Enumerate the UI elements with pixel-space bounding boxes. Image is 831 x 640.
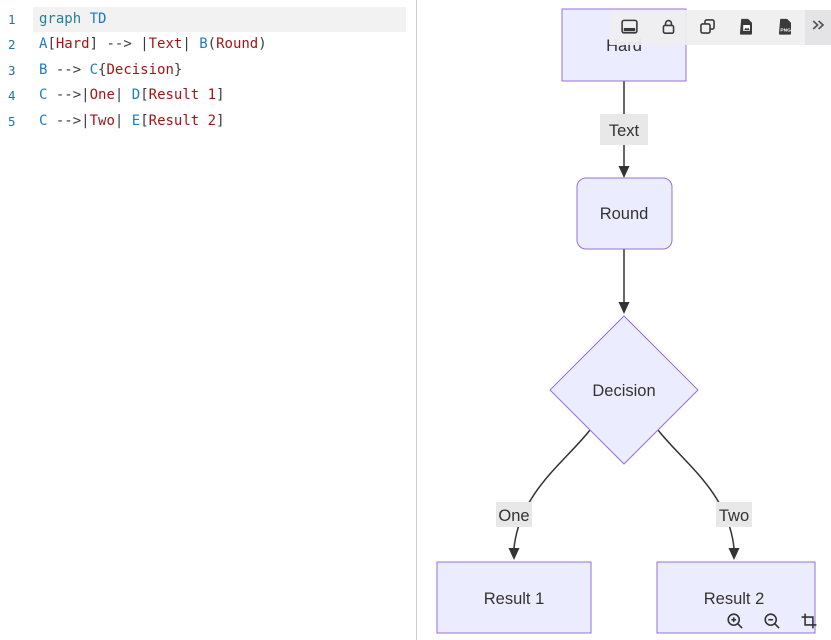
zoom-out-icon: [763, 612, 781, 633]
panel-bottom-button[interactable]: [610, 10, 649, 45]
node-decision-shape: [549, 315, 699, 465]
node-result1-label: Result 1: [484, 590, 545, 608]
edge-label-one: One: [498, 507, 529, 525]
svg-text:PNG: PNG: [780, 27, 791, 33]
line-number: 3: [8, 62, 16, 78]
edge-label-two: Two: [719, 507, 749, 525]
code-line[interactable]: 2 A[Hard] --> |Text| B(Round): [0, 32, 416, 57]
png-file-button[interactable]: PNG: [766, 10, 805, 45]
flowchart-nodes: [436, 8, 816, 634]
node-round-label: Round: [600, 205, 649, 223]
lock-button[interactable]: [649, 10, 688, 45]
node-result2-label: Result 2: [704, 590, 765, 608]
code-line[interactable]: 5 C -->|Two| E[Result 2]: [0, 109, 416, 134]
png-file-icon: PNG: [776, 17, 795, 39]
copy-icon: [698, 17, 717, 39]
diagram-toolbar: PNG: [610, 10, 831, 45]
panel-bottom-icon: [620, 17, 639, 39]
flowchart-edges: [513, 81, 735, 549]
line-number: 2: [8, 37, 16, 53]
arrowheads: [508, 166, 740, 560]
code-text: graph TD: [33, 7, 406, 33]
zoom-in-icon: [726, 612, 744, 633]
code-editor[interactable]: 1 graph TD 2 A[Hard] --> |Text| B(Round) 3 B …: [0, 0, 416, 640]
code-text: A[Hard] --> |Text| B(Round): [39, 36, 267, 53]
node-round-shape: [576, 177, 673, 250]
toolbar-overflow-button[interactable]: [805, 10, 831, 45]
node-decision-label: Decision: [592, 382, 655, 400]
code-line[interactable]: 4 C -->|One| D[Result 1]: [0, 83, 416, 108]
line-number: 5: [8, 113, 16, 129]
edge-labels: Text One Two: [496, 114, 752, 527]
code-line[interactable]: 3 B --> C{Decision}: [0, 58, 416, 83]
image-file-button[interactable]: [727, 10, 766, 45]
diagram-panel[interactable]: Text One Two Hard Round Decision Result …: [417, 0, 831, 640]
edge-decision-result1: [513, 429, 591, 549]
zoom-in-button[interactable]: [726, 612, 744, 633]
crop-icon: [800, 612, 818, 633]
node-result2-shape: [656, 561, 816, 634]
crop-button[interactable]: [800, 612, 818, 633]
arrowhead: [618, 302, 630, 314]
code-text: C -->|One| D[Result 1]: [39, 87, 225, 104]
edge-label-bg: [716, 502, 752, 527]
node-labels: Hard Round Decision Result 1 Result 2: [484, 37, 765, 608]
panel-resize-divider[interactable]: [416, 0, 417, 640]
code-line[interactable]: 1 graph TD: [0, 7, 416, 33]
node-result1-shape: [436, 561, 592, 634]
edge-decision-result2: [657, 429, 735, 549]
lock-icon: [659, 17, 678, 39]
arrowhead: [618, 166, 630, 178]
arrowhead: [508, 548, 520, 560]
chevron-double-right-icon: [809, 16, 827, 39]
edge-label-text: Text: [609, 122, 640, 140]
image-file-icon: [737, 17, 756, 39]
edge-label-bg: [496, 502, 532, 527]
arrowhead: [728, 548, 740, 560]
code-text: C -->|Two| E[Result 2]: [39, 112, 225, 129]
line-number: 1: [8, 12, 16, 27]
copy-button[interactable]: [688, 10, 727, 45]
edge-label-bg: [600, 114, 648, 145]
flowchart-svg: Text One Two Hard Round Decision Result …: [436, 8, 816, 634]
zoom-controls: [726, 612, 818, 633]
code-text: B --> C{Decision}: [39, 61, 183, 78]
zoom-out-button[interactable]: [763, 612, 781, 633]
line-number: 4: [8, 88, 16, 104]
